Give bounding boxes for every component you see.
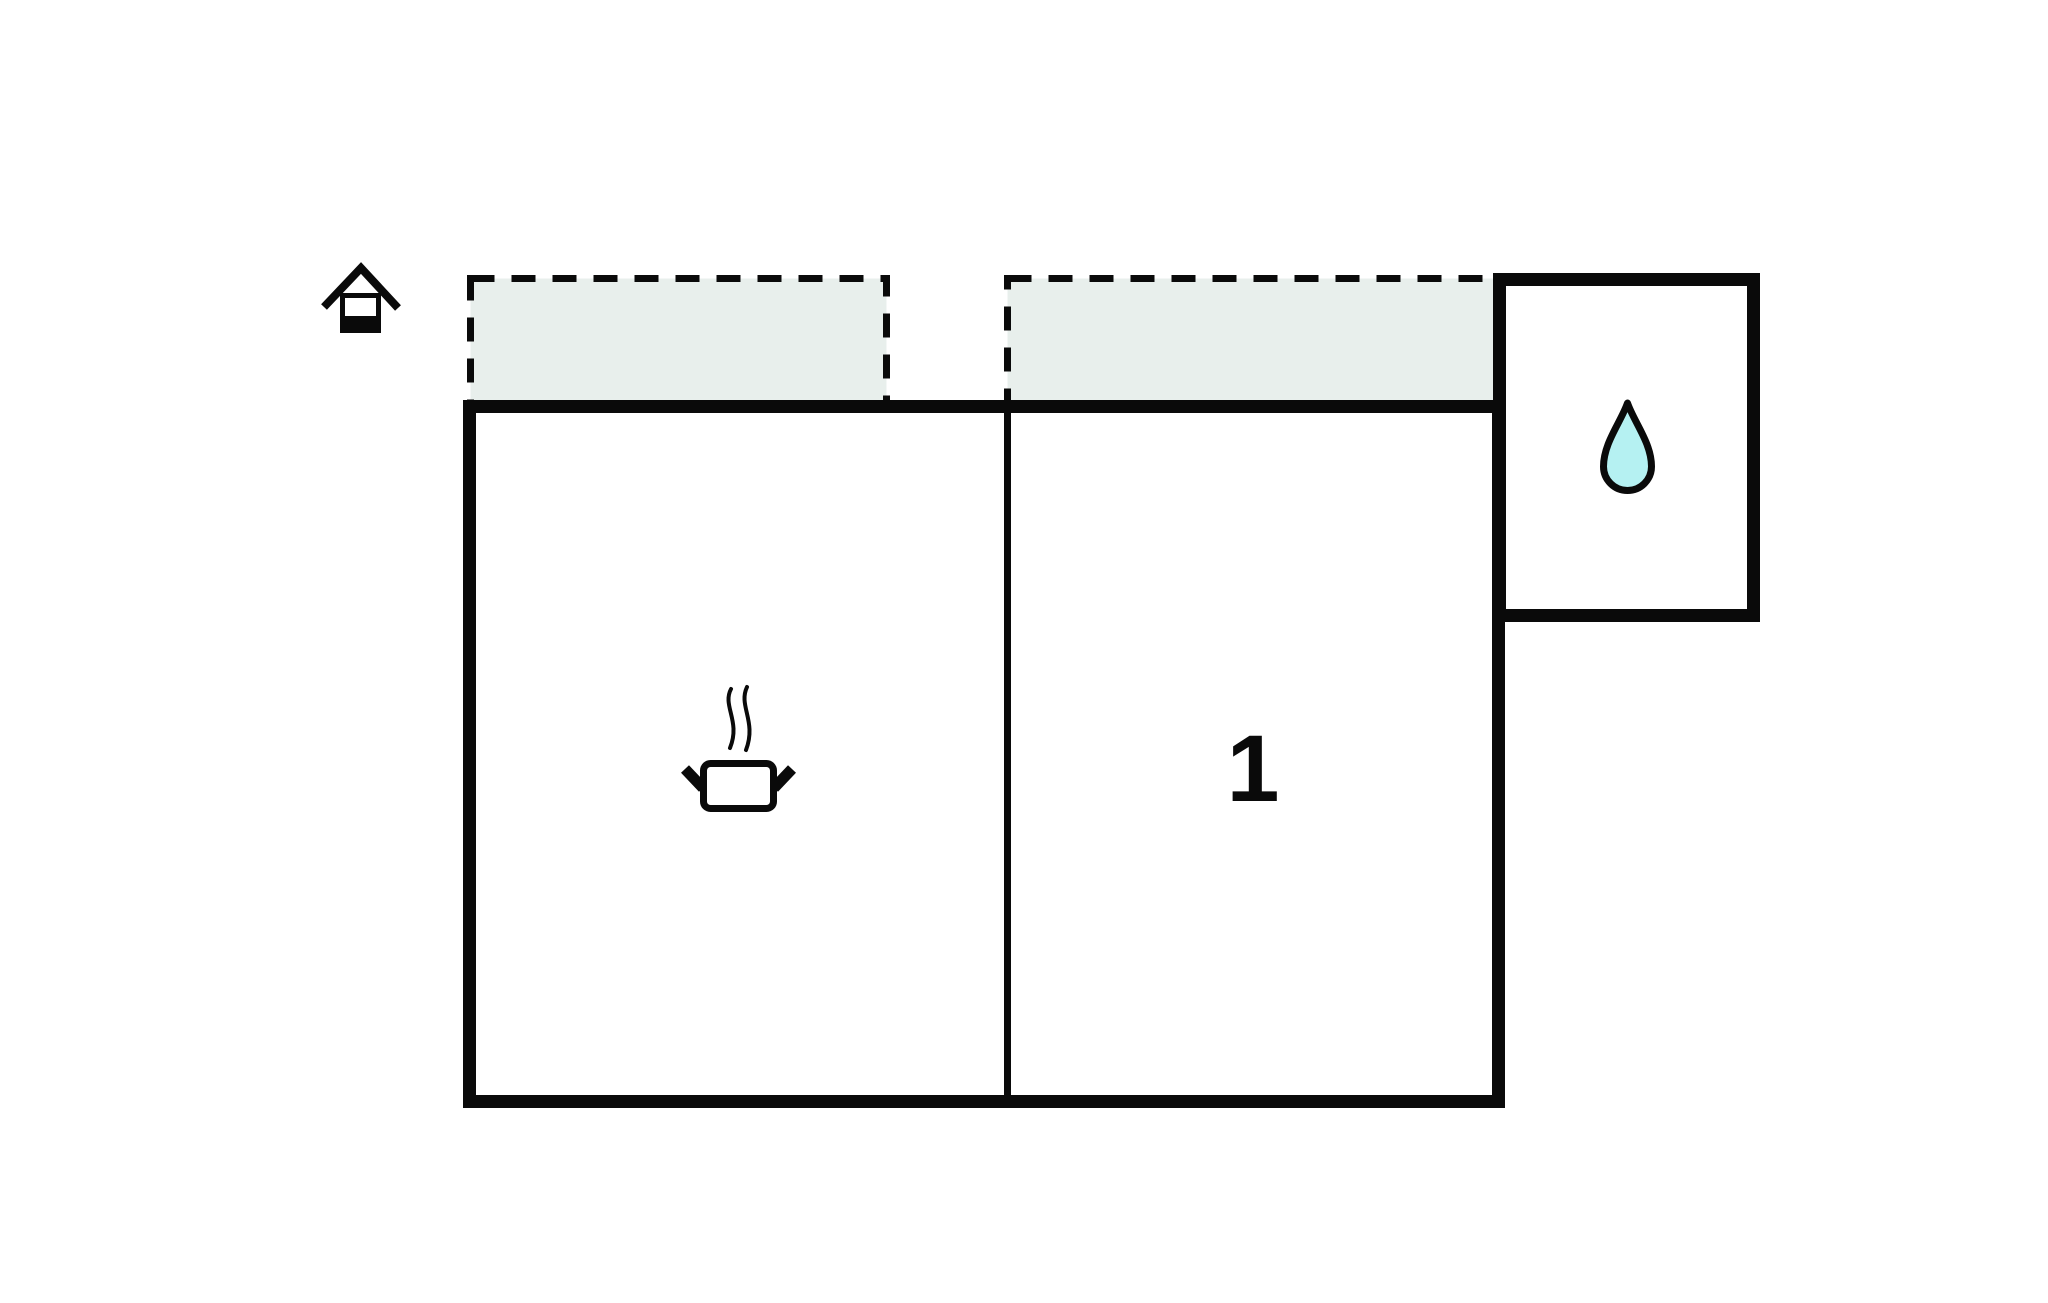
house-door [340,316,381,333]
house-icon [321,262,401,333]
steam-line-right [742,685,752,752]
terrace-area-right [1004,275,1504,410]
pot-body [700,760,777,812]
cooking-pot-icon [681,685,796,812]
steam-line-left [726,687,736,750]
house-roof [321,262,401,311]
main-building-outline [463,400,1505,1108]
room-1-label: 1 [1227,716,1280,822]
water-drop-icon [1600,399,1655,494]
plan-walls-group [321,262,1760,1108]
terrace-area-left [467,275,890,410]
